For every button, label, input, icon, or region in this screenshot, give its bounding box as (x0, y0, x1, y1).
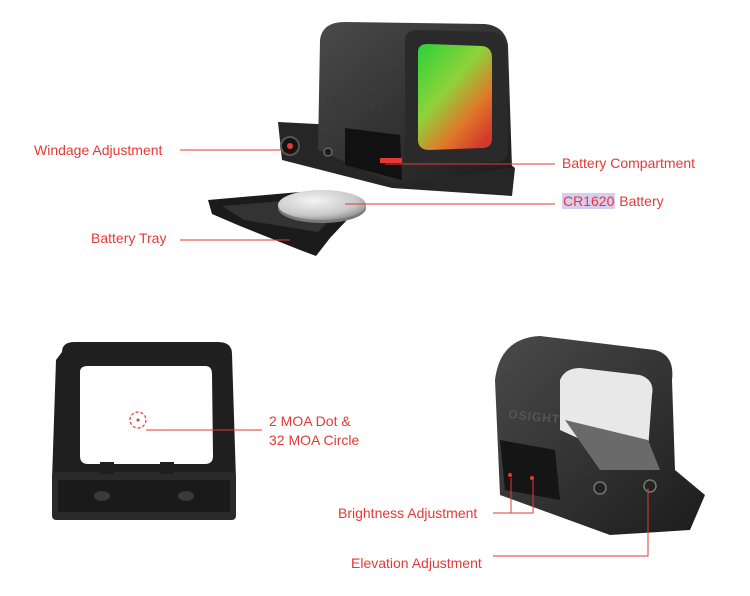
top-sight (278, 22, 515, 196)
brand-logo-angled: OSIGHT (508, 407, 561, 426)
battery-indicator (380, 158, 402, 163)
label-elevation: Elevation Adjustment (351, 555, 482, 571)
label-cr1620-battery: CR1620 Battery (562, 193, 664, 209)
leader-brightness (493, 480, 534, 514)
label-battery-compartment: Battery Compartment (562, 155, 696, 171)
reticle-icon (129, 411, 147, 429)
label-cr1620: CR1620 (562, 193, 616, 209)
brand-logo: OSIGHT (325, 93, 386, 114)
leader-lines (146, 149, 649, 557)
label-dot-line2: 32 MOA Circle (269, 432, 360, 448)
leader-elevation (493, 488, 649, 557)
label-battery-tray: Battery Tray (91, 230, 167, 246)
front-view-sight (52, 342, 236, 520)
label-windage: Windage Adjustment (34, 142, 163, 158)
label-dot-line1: 2 MOA Dot & (269, 413, 351, 429)
label-battery-word: Battery (619, 193, 664, 209)
label-brightness: Brightness Adjustment (338, 505, 478, 521)
angled-view-sight (495, 336, 705, 535)
